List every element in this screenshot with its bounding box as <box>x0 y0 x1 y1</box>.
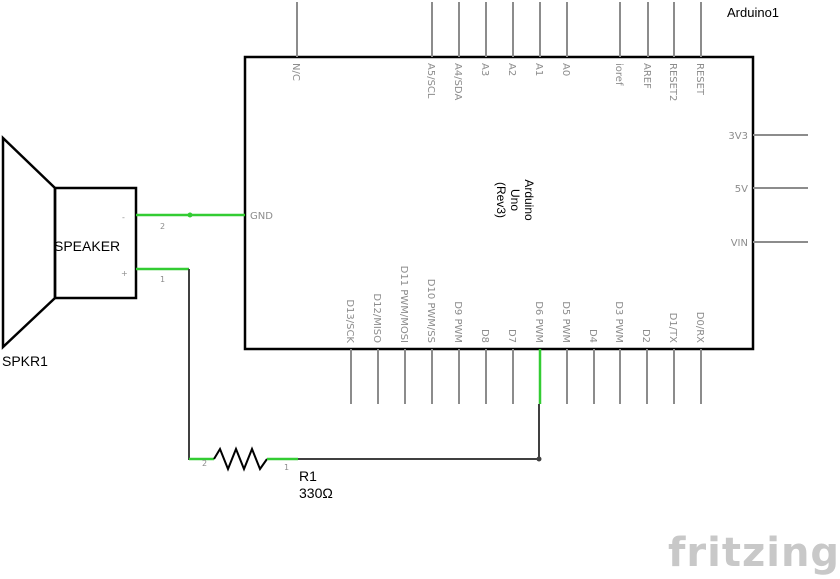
pin-label: A5/SCL <box>425 63 436 99</box>
top-pin-reset[interactable]: RESET <box>694 2 705 96</box>
pin-label: D9 PWM <box>452 301 463 343</box>
pin-label: AREF <box>641 63 652 89</box>
bottom-pin-d6-pwm[interactable]: D6 PWM <box>533 301 544 404</box>
bottom-pin-d2[interactable]: D2 <box>640 329 651 404</box>
pin-label: A0 <box>560 63 571 76</box>
pin-label: D4 <box>587 329 598 343</box>
top-pin-a5-scl[interactable]: A5/SCL <box>425 2 436 99</box>
arduino-top-pins: N/C A5/SCL A4/SDA A3 A2 A1 A0 ioref AREF RESET2 RE… <box>290 2 705 101</box>
bottom-pin-d8[interactable]: D8 <box>479 329 490 404</box>
pin-label: D12/MISO <box>371 293 382 343</box>
resistor-pin-right: 1 <box>284 463 289 472</box>
pin-label: D1/TX <box>667 313 678 344</box>
d6-wire-corner <box>536 456 542 462</box>
pin-label: D11 PWM/MOSI <box>398 266 409 343</box>
pin-label: A3 <box>479 63 490 76</box>
pin-label: ioref <box>613 63 624 86</box>
speaker-pin-num-minus: 2 <box>160 222 165 231</box>
speaker-label: SPEAKER <box>54 238 120 254</box>
resistor-pin-left: 2 <box>202 459 207 468</box>
pin-label: D13/SCK <box>344 299 355 343</box>
bottom-pin-d5-pwm[interactable]: D5 PWM <box>560 301 571 404</box>
right-pin-5v[interactable]: 5V <box>735 184 808 195</box>
bottom-pin-d1-tx[interactable]: D1/TX <box>667 313 678 404</box>
bottom-pin-d11-pwm-mosi[interactable]: D11 PWM/MOSI <box>398 266 409 404</box>
arduino-bottom-pins: D13/SCK D12/MISO D11 PWM/MOSI D10 PWM/SS D9 … <box>344 266 705 404</box>
speaker-body[interactable] <box>53 186 138 300</box>
speaker-pin-num-plus: 1 <box>160 275 165 284</box>
bottom-pin-d9-pwm[interactable]: D9 PWM <box>452 301 463 404</box>
bottom-pin-d3-pwm[interactable]: D3 PWM <box>613 301 624 404</box>
pin-label: D6 PWM <box>533 301 544 343</box>
arduino-body[interactable] <box>243 55 755 351</box>
arduino-name-line1: Arduino <box>522 179 536 221</box>
pin-label: D3 PWM <box>613 301 624 343</box>
arduino-name: Arduino Uno (Rev3) <box>494 179 536 221</box>
speaker-ref-label: SPKR1 <box>2 353 48 369</box>
right-pin-3v3[interactable]: 3V3 <box>728 131 808 142</box>
top-pin-ioref[interactable]: ioref <box>613 2 624 86</box>
top-pin-n-c[interactable]: N/C <box>290 2 301 81</box>
pin-label: D10 PWM/SS <box>425 279 436 343</box>
pin-label: A2 <box>506 63 517 76</box>
resistor-ref-label: R1 <box>299 468 317 484</box>
resistor-body[interactable] <box>213 446 268 472</box>
speaker-pin-plus: + <box>121 269 128 278</box>
wire-speaker-to-resistor[interactable] <box>188 269 214 460</box>
pin-label: A4/SDA <box>452 63 463 100</box>
top-pin-a4-sda[interactable]: A4/SDA <box>452 2 463 100</box>
bottom-pin-d13-sck[interactable]: D13/SCK <box>344 299 355 404</box>
pin-label: RESET2 <box>667 63 678 101</box>
arduino-right-pins: 3V3 5V VIN <box>728 131 808 249</box>
pin-label: N/C <box>290 63 301 81</box>
pin-label: A1 <box>533 63 544 76</box>
top-pin-a3[interactable]: A3 <box>479 2 490 76</box>
resistor-value-label: 330Ω <box>299 485 333 501</box>
arduino-name-line2: Uno <box>508 189 522 211</box>
fritzing-logo: fritzing <box>668 530 840 576</box>
gnd-pin-label: GND <box>250 211 273 222</box>
pin-label: 3V3 <box>728 131 748 142</box>
arduino-ref-label: Arduino1 <box>727 5 779 20</box>
top-pin-a0[interactable]: A0 <box>560 2 571 76</box>
top-pin-a1[interactable]: A1 <box>533 2 544 76</box>
speaker-cone <box>1 135 57 350</box>
speaker-pin-minus: - <box>122 213 125 222</box>
pin-label: 5V <box>735 184 748 195</box>
right-pin-vin[interactable]: VIN <box>731 238 808 249</box>
bottom-pin-d12-miso[interactable]: D12/MISO <box>371 293 382 404</box>
top-pin-reset2[interactable]: RESET2 <box>667 2 678 101</box>
pin-label: D2 <box>640 329 651 343</box>
top-pin-aref[interactable]: AREF <box>641 2 652 89</box>
bottom-pin-d7[interactable]: D7 <box>506 329 517 404</box>
pin-label: RESET <box>694 63 705 96</box>
pin-label: D8 <box>479 329 490 343</box>
pin-label: D5 PWM <box>560 301 571 343</box>
gnd-junction <box>187 212 193 218</box>
pin-label: VIN <box>731 238 748 249</box>
wire-resistor-to-d6[interactable] <box>298 404 540 460</box>
top-pin-a2[interactable]: A2 <box>506 2 517 76</box>
bottom-pin-d0-rx[interactable]: D0/RX <box>694 312 705 404</box>
pin-label: D7 <box>506 329 517 343</box>
bottom-pin-d4[interactable]: D4 <box>587 329 598 404</box>
pin-label: D0/RX <box>694 312 705 343</box>
bottom-pin-d10-pwm-ss[interactable]: D10 PWM/SS <box>425 279 436 404</box>
arduino-name-line3: (Rev3) <box>494 182 508 218</box>
